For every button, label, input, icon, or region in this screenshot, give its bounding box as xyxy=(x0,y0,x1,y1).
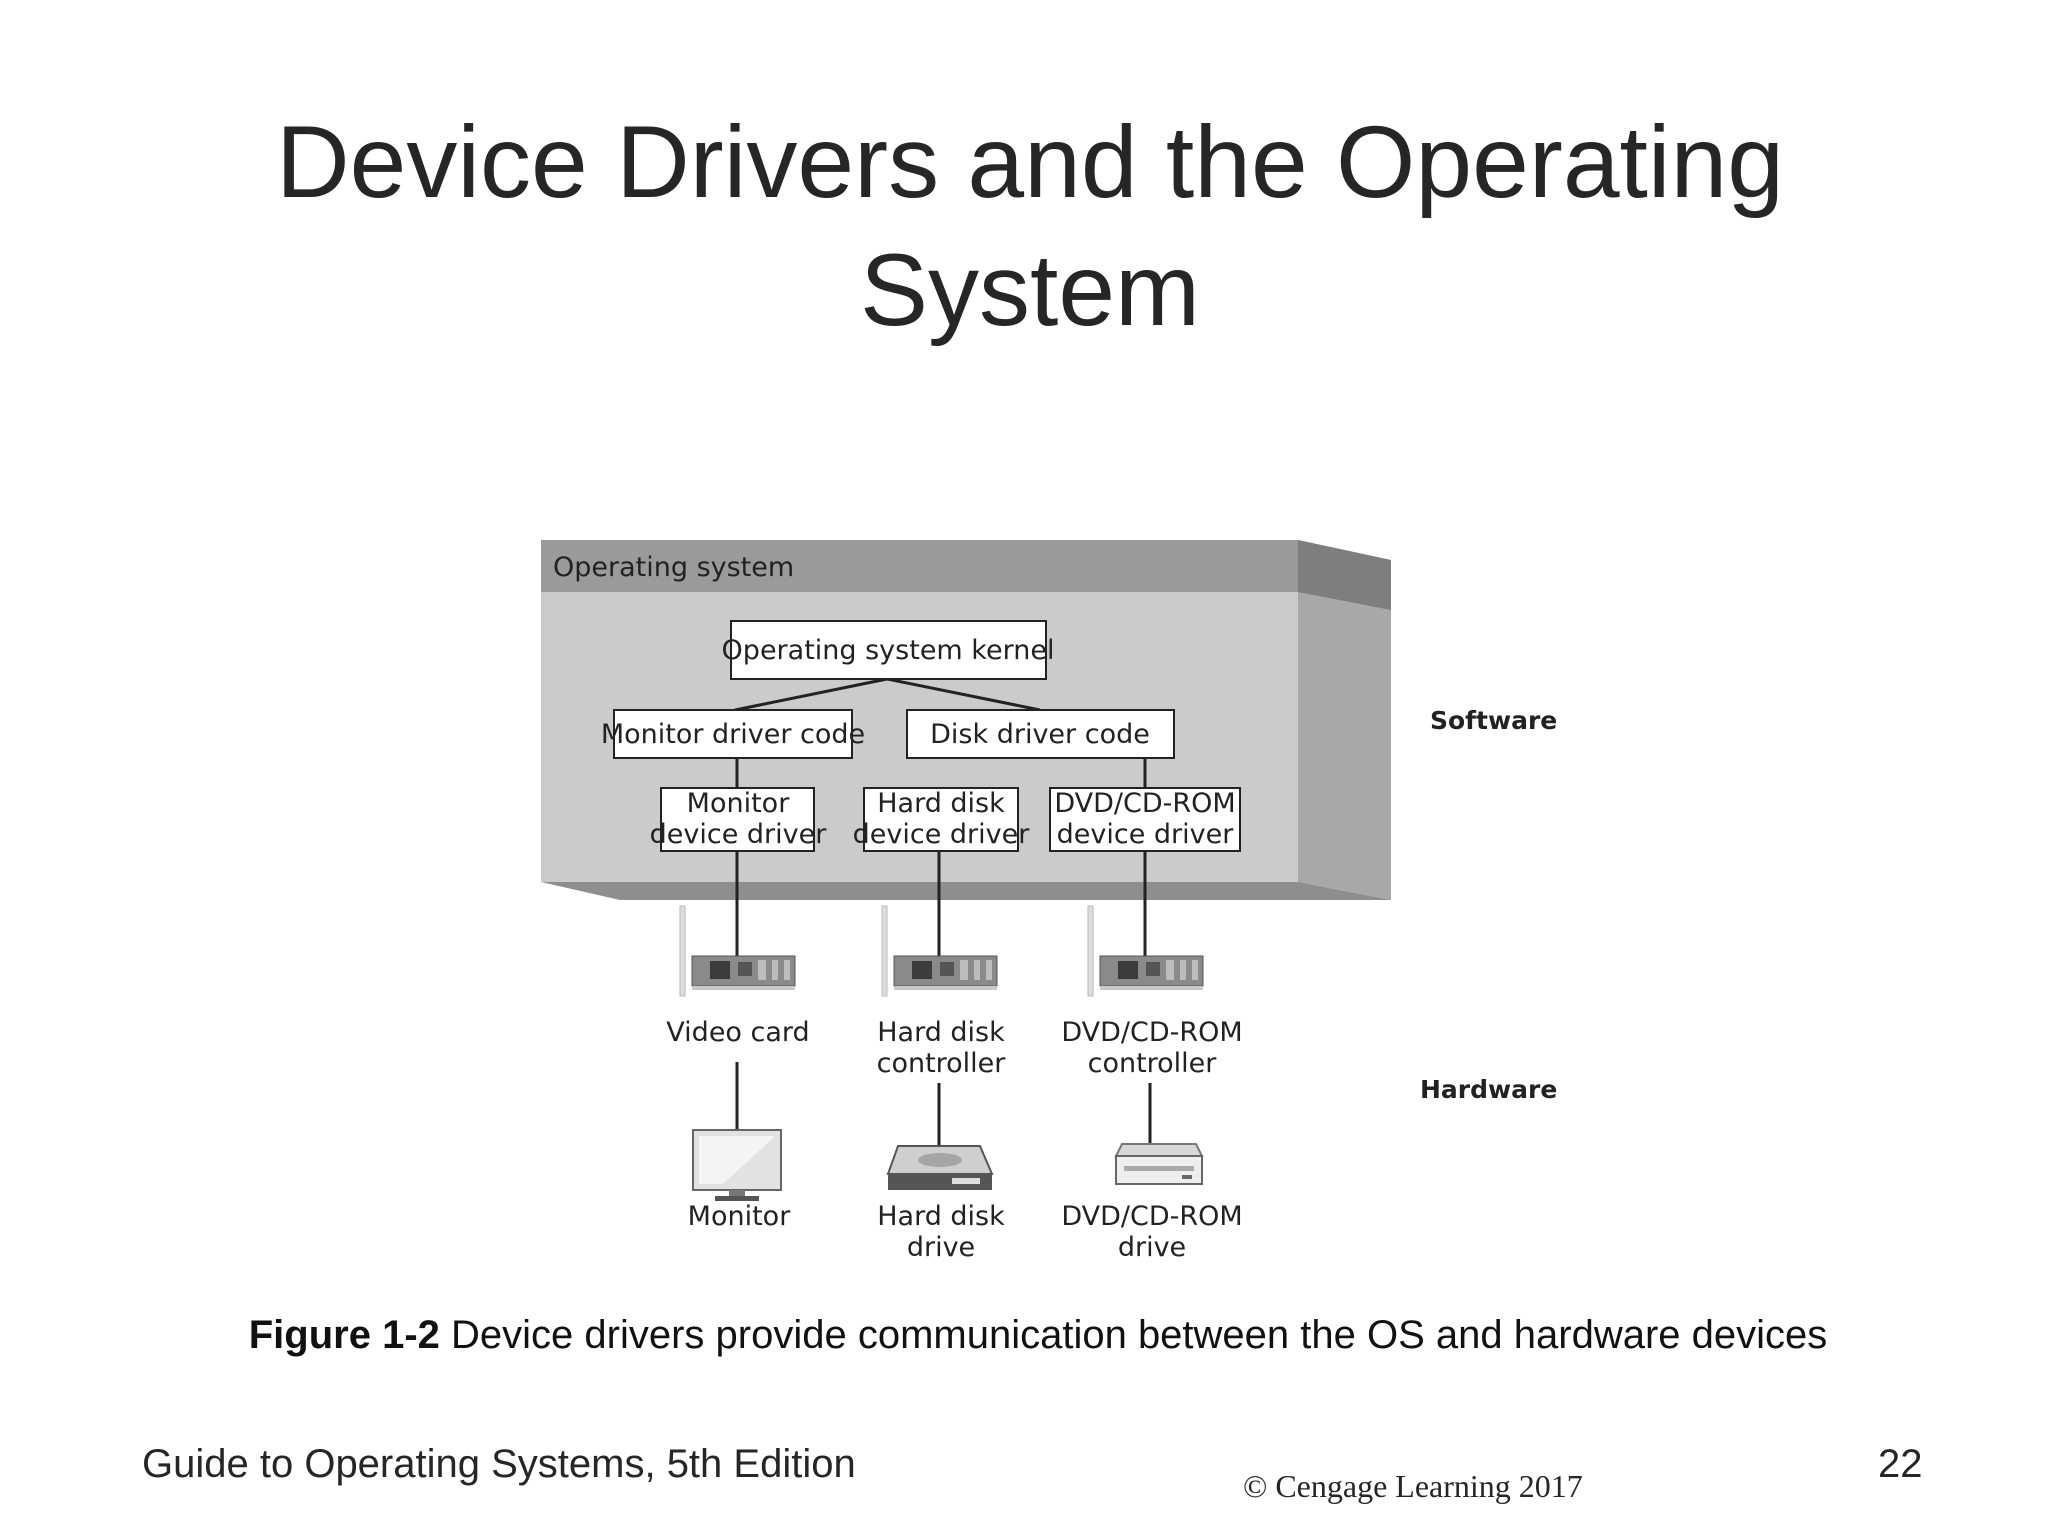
label-line: DVD/CD-ROM xyxy=(1054,788,1235,819)
slide-title: Device Drivers and the Operating System xyxy=(0,98,2048,354)
kernel-label: Operating system kernel xyxy=(722,635,1055,666)
label-line: drive xyxy=(1118,1232,1186,1263)
video-card-label: Video card xyxy=(666,1017,809,1048)
slide-title-line-1: Device Drivers and the Operating xyxy=(275,105,1785,219)
page-number: 22 xyxy=(1878,1442,1923,1486)
connector-lines xyxy=(734,677,1152,1146)
hard-disk-drive-icon xyxy=(886,1145,994,1190)
label-line: Monitor xyxy=(688,1201,792,1232)
label-line: Video card xyxy=(666,1017,809,1048)
figure-number: Figure 1-2 xyxy=(248,1313,440,1357)
os-block-bottom-face xyxy=(541,882,1391,900)
label-line: controller xyxy=(877,1048,1007,1079)
monitor-driver-code-label: Monitor driver code xyxy=(601,719,865,750)
label-line: controller xyxy=(1088,1048,1218,1079)
label-line: Monitor xyxy=(687,788,791,819)
footer-copyright: © Cengage Learning 2017 xyxy=(1243,1468,1583,1504)
figure-caption-text: Device drivers provide communication bet… xyxy=(439,1313,1828,1357)
os-header-right xyxy=(1298,540,1391,610)
monitor-icon xyxy=(692,1129,782,1201)
label-line: device driver xyxy=(1057,819,1235,850)
os-label: Operating system xyxy=(553,552,794,583)
hardware-label: Hardware xyxy=(1420,1075,1557,1104)
label-line: device driver xyxy=(650,819,828,850)
label-line: DVD/CD-ROM xyxy=(1061,1017,1242,1048)
disk-driver-code-label: Disk driver code xyxy=(930,719,1150,750)
slide-title-line-2: System xyxy=(859,233,1201,347)
os-header-band xyxy=(541,540,1298,592)
label-line: drive xyxy=(907,1232,975,1263)
label-line: Hard disk xyxy=(877,788,1005,819)
hard-disk-controller-card-icon xyxy=(881,905,998,997)
footer-book-title: Guide to Operating Systems, 5th Edition xyxy=(142,1442,856,1486)
label-line: device driver xyxy=(853,819,1031,850)
label-line: Hard disk xyxy=(877,1017,1005,1048)
kernel-box: Operating system kernel xyxy=(722,620,1055,680)
figure-caption: Figure 1-2 Device drivers provide commun… xyxy=(0,1313,2048,1358)
label-line: DVD/CD-ROM xyxy=(1061,1201,1242,1232)
video-card-icon xyxy=(679,905,796,997)
dvd-controller-card-icon xyxy=(1087,905,1204,997)
label-line: Hard disk xyxy=(877,1201,1005,1232)
dvd-drive-icon xyxy=(1114,1143,1204,1185)
disk-driver-code-box: Disk driver code xyxy=(906,709,1175,759)
monitor-driver-code-box: Monitor driver code xyxy=(601,709,865,759)
os-block-right-face xyxy=(1298,540,1391,900)
monitor-label: Monitor xyxy=(688,1201,792,1232)
software-label: Software xyxy=(1430,706,1557,735)
